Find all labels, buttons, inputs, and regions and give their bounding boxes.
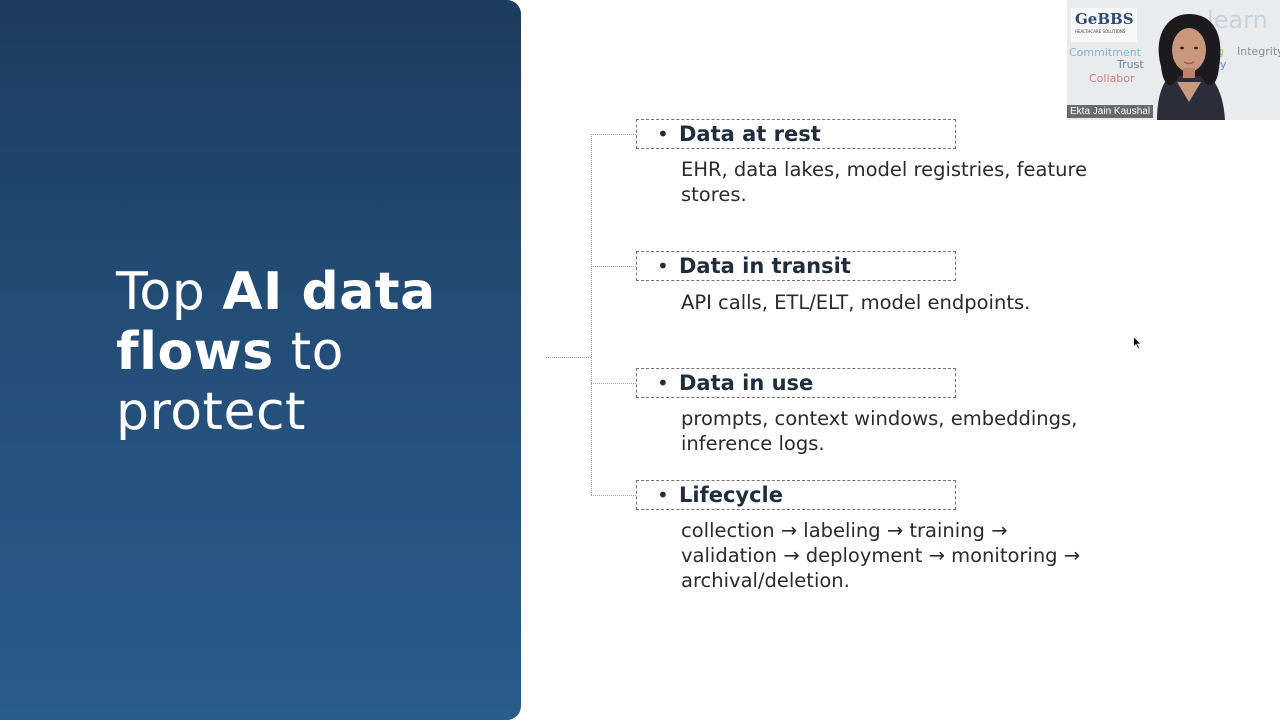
branch-connector-3: [591, 383, 636, 384]
wall-word: Commitment: [1069, 46, 1141, 59]
wall-word: learn: [1207, 6, 1268, 34]
bullet-icon: •: [657, 483, 669, 507]
branch-connector-4: [591, 495, 636, 496]
bullet-icon: •: [657, 254, 669, 278]
participant-video-tile[interactable]: Commitment Trust Integrity Collabor lear…: [1067, 0, 1280, 120]
branch-connector-2: [591, 266, 636, 267]
slide-title: Top AI data flows to protect: [116, 262, 496, 442]
item-description: collection → labeling → training → valid…: [681, 519, 1081, 592]
mouse-cursor-icon: [1133, 336, 1142, 350]
item-heading: Data in use: [679, 371, 814, 395]
item-heading: Data at rest: [679, 122, 821, 146]
root-connector: [546, 357, 591, 358]
item-heading-box: • Data at rest: [636, 119, 956, 149]
presenter-video-feed: [1157, 14, 1225, 120]
wall-word: Integrity: [1237, 45, 1280, 58]
item-description: API calls, ETL/ELT, model endpoints.: [681, 291, 1031, 314]
participant-name-label: Ekta Jain Kaushal: [1067, 105, 1154, 118]
wall-word: Trust: [1117, 58, 1144, 71]
company-logo: GeBBS HEALTHCARE SOLUTIONS: [1071, 8, 1137, 42]
branch-connector-1: [591, 134, 636, 135]
bullet-icon: •: [657, 122, 669, 146]
title-part-1: Top: [116, 262, 223, 322]
title-part-3: to protect: [116, 322, 344, 442]
title-panel: [0, 0, 521, 720]
item-description: EHR, data lakes, model registries, featu…: [681, 158, 1088, 206]
item-heading: Lifecycle: [679, 483, 783, 507]
item-heading-box: • Lifecycle: [636, 480, 956, 510]
title-part-2-bold: AI data flows: [116, 262, 436, 382]
item-heading: Data in transit: [679, 254, 851, 278]
trunk-connector: [591, 134, 592, 495]
item-description: prompts, context windows, embeddings, in…: [681, 407, 1078, 455]
item-heading-box: • Data in transit: [636, 251, 956, 281]
item-heading-box: • Data in use: [636, 368, 956, 398]
bullet-icon: •: [657, 371, 669, 395]
wall-word: Collabor: [1089, 72, 1135, 85]
